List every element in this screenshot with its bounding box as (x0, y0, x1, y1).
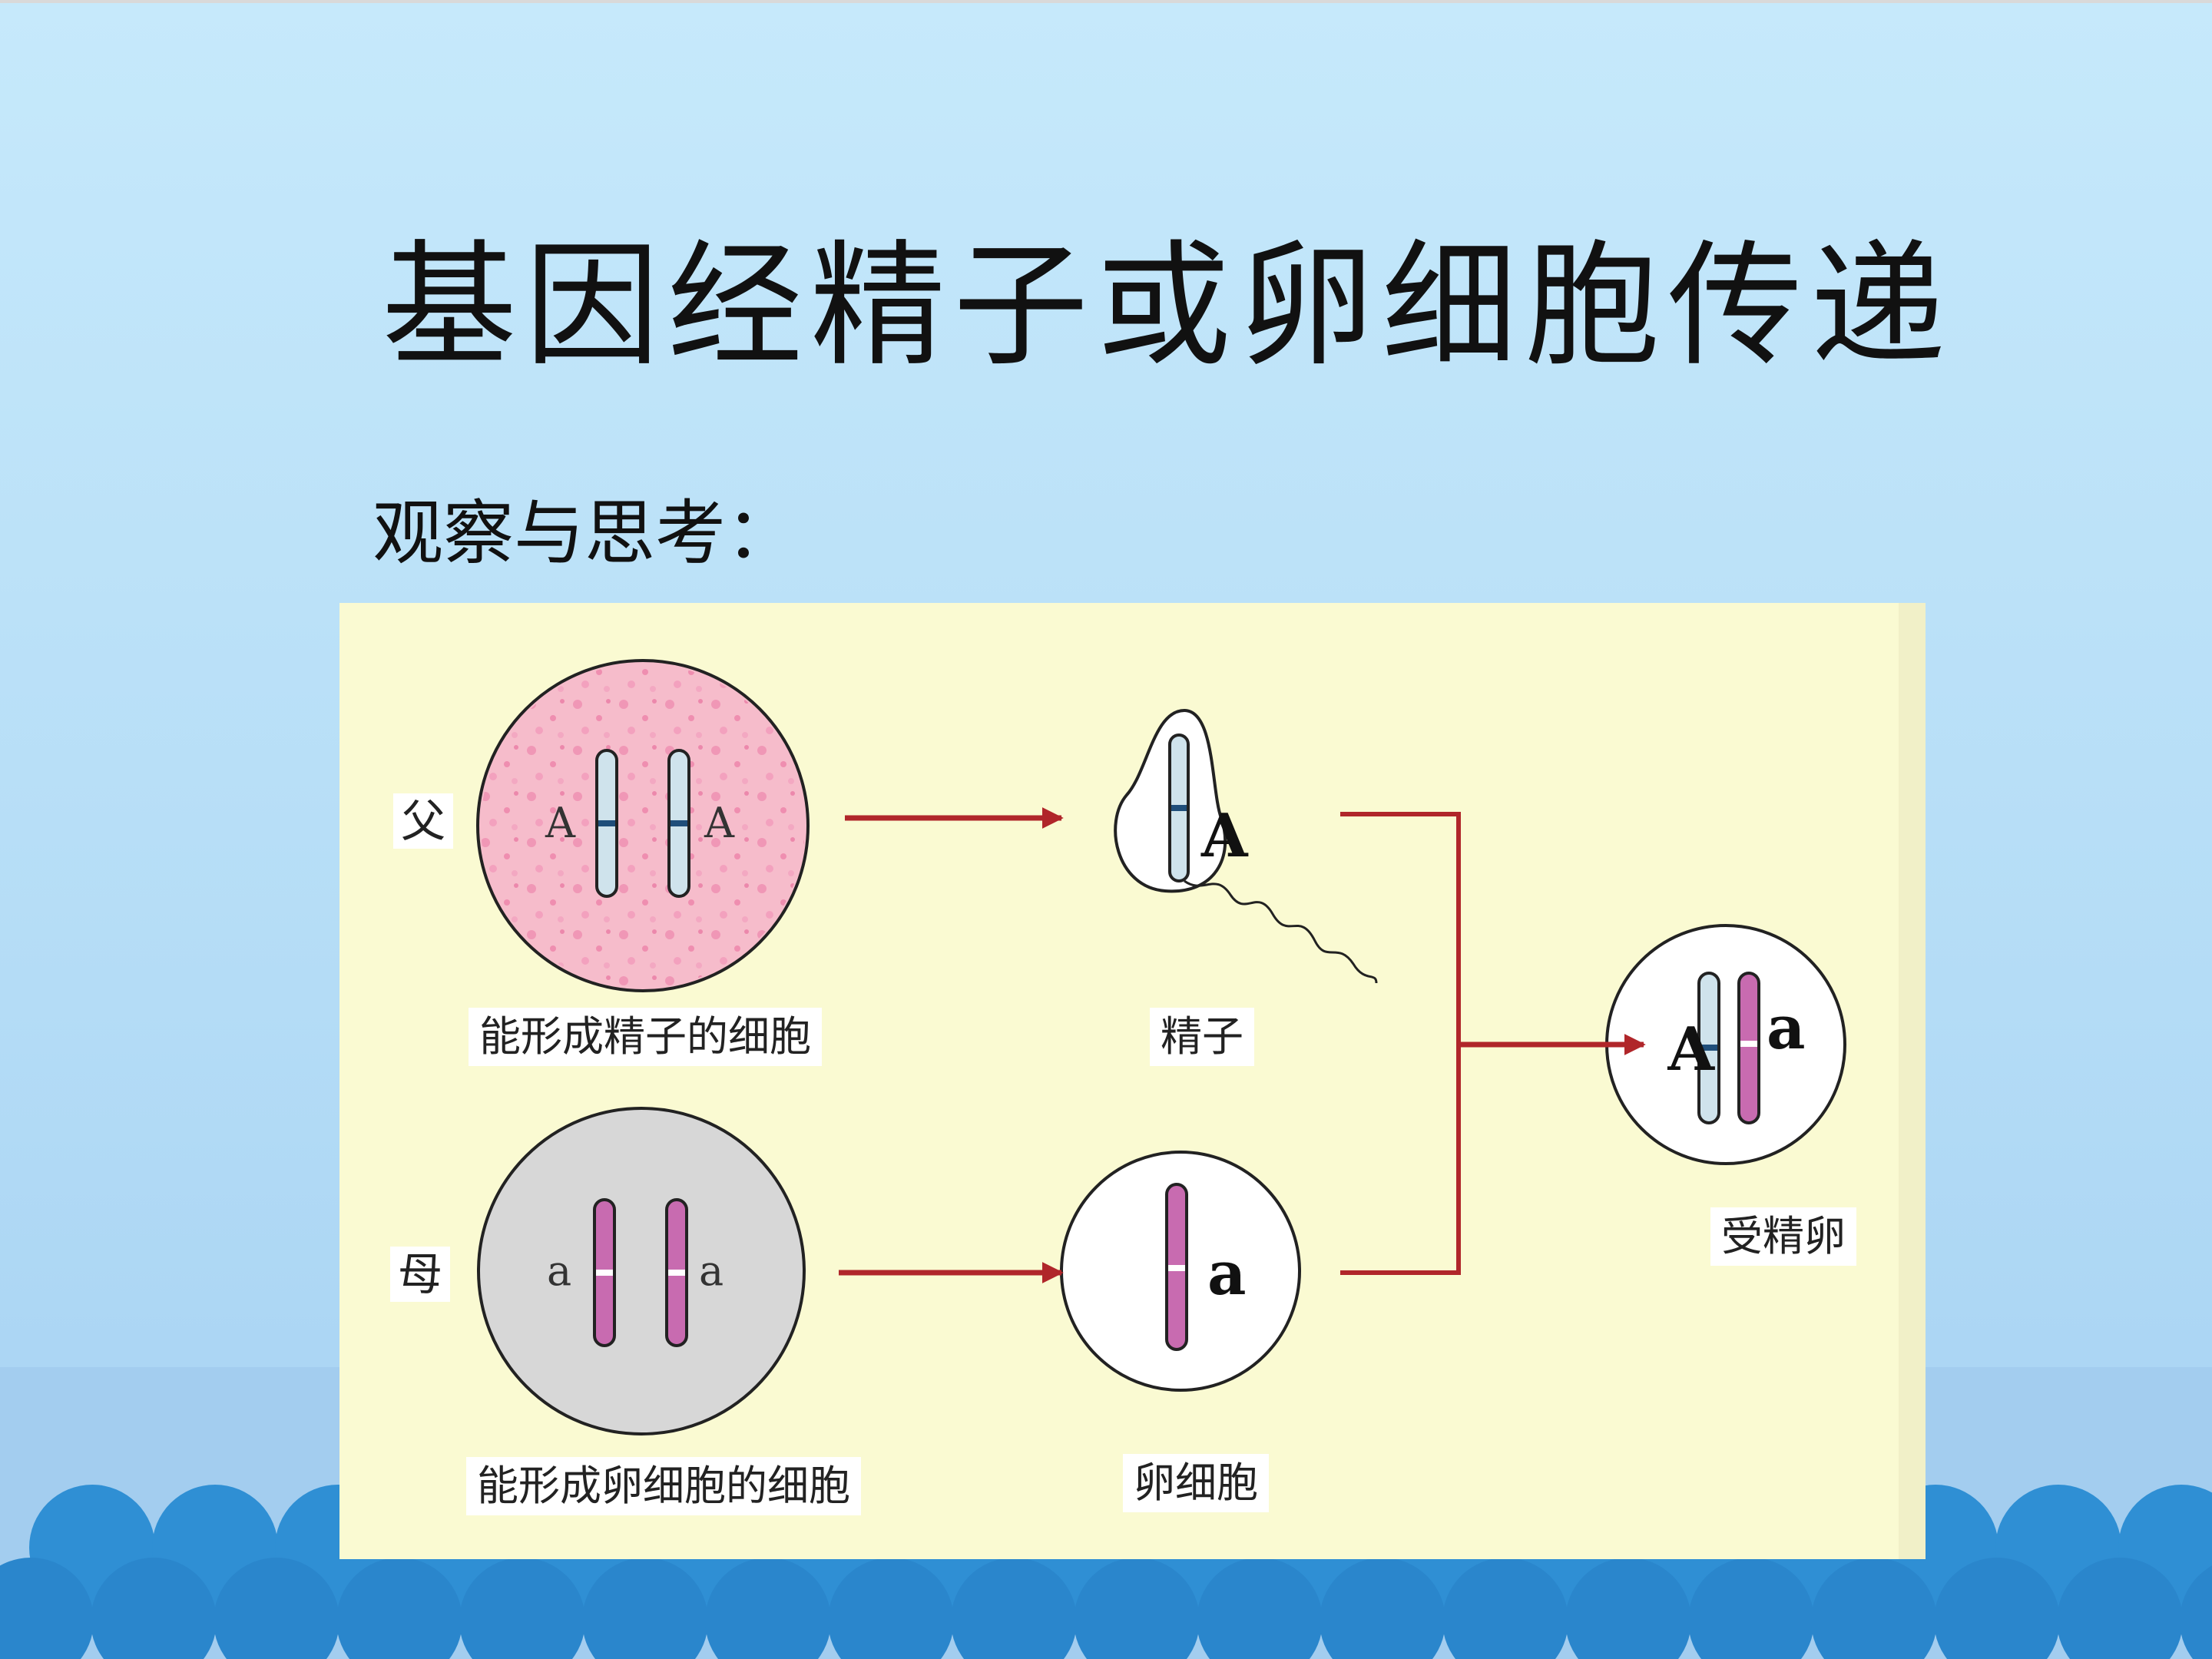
wave-scallop (1688, 1558, 1814, 1659)
diagram-canvas: A A a a A (476, 603, 1926, 1559)
gene-label: A (545, 799, 576, 847)
gene-label: A (1667, 1015, 1715, 1084)
gene-label: a (1767, 993, 1806, 1063)
label-egg-producing-cell: 能形成卵细胞的细胞 (466, 1457, 861, 1515)
label-zygote: 受精卵 (1710, 1207, 1856, 1266)
wave-scallop (2180, 1565, 2212, 1659)
wave-scallop (1565, 1558, 1691, 1659)
chromosome-maternal (1737, 972, 1760, 1124)
wave-scallop (582, 1558, 708, 1659)
wave-scallop (1320, 1558, 1445, 1659)
wave-scallop (1442, 1558, 1568, 1659)
gene-label: A (704, 799, 735, 847)
wave-scallop (2057, 1558, 2183, 1659)
top-border (0, 0, 2212, 3)
egg-cell: a (1060, 1151, 1301, 1392)
gene-label: a (1207, 1239, 1247, 1309)
wave-scallop (828, 1558, 954, 1659)
sperm-cell: A (1114, 708, 1378, 984)
wave-scallop (91, 1558, 217, 1659)
inheritance-diagram: A A a a A (339, 603, 1926, 1559)
slide-subtitle: 观察与思考： (373, 492, 797, 575)
wave-scallop (336, 1558, 462, 1659)
wave-scallop (214, 1558, 339, 1659)
gene-label: a (699, 1247, 724, 1295)
wave-scallop (459, 1558, 585, 1659)
gene-label: a (547, 1247, 571, 1295)
merge-bracket (1340, 812, 1461, 1275)
father-cell: A A (476, 659, 810, 992)
label-egg: 卵细胞 (1123, 1454, 1269, 1512)
label-sperm: 精子 (1150, 1008, 1254, 1066)
wave-scallop (0, 1558, 94, 1659)
label-father: 父 (393, 793, 454, 849)
slide-title: 基因经精子或卵细胞传递 (381, 227, 1953, 385)
wave-scallop (1197, 1558, 1323, 1659)
zygote-cell: A a (1605, 924, 1846, 1165)
wave-scallop (1934, 1558, 2060, 1659)
mother-cell: a a (477, 1107, 806, 1435)
label-mother: 母 (390, 1247, 451, 1302)
wave-scallop (1074, 1558, 1200, 1659)
wave-scallop (951, 1558, 1077, 1659)
wave-scallop (705, 1558, 831, 1659)
gene-label: A (1200, 801, 1249, 871)
wave-scallop (1811, 1558, 1937, 1659)
label-sperm-producing-cell: 能形成精子的细胞 (469, 1008, 822, 1066)
panel-edge (1899, 603, 1926, 1559)
